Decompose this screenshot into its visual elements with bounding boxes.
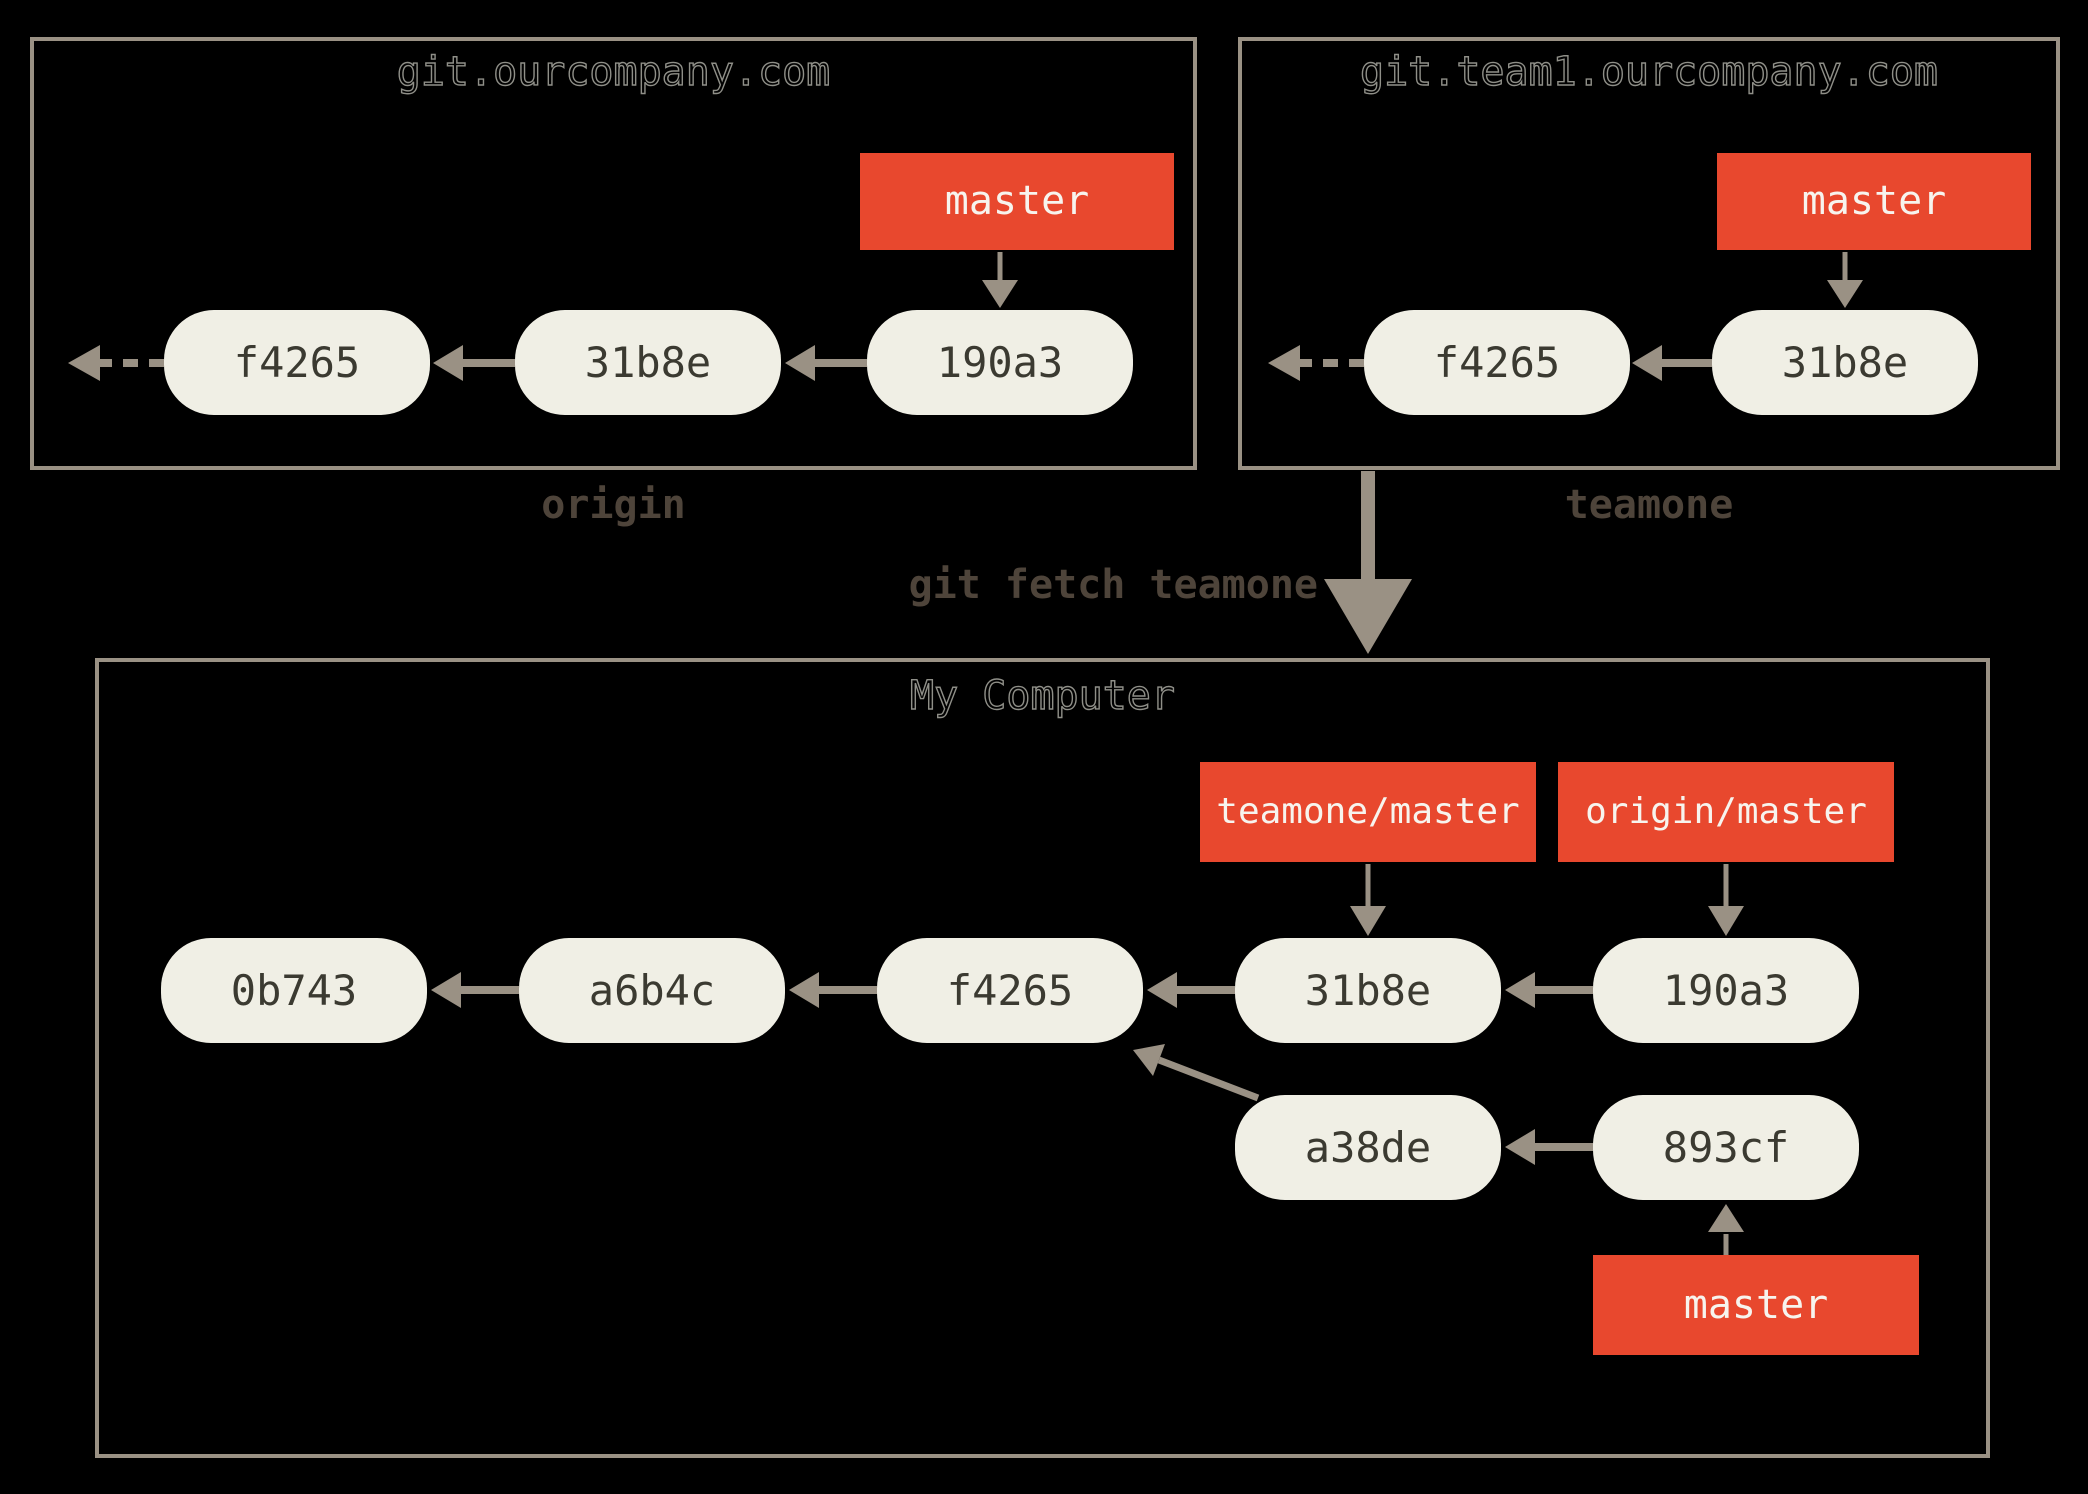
arrow-local-f4265-to-a6b4c	[789, 972, 877, 1008]
arrow-teamone-master-to-31b8e	[1827, 252, 1863, 308]
arrow-origin-190a3-to-31b8e	[785, 345, 867, 381]
local-teamone-master-ref-label: teamone/master	[1200, 762, 1536, 862]
arrow-teamone-history-dashed	[1268, 345, 1364, 381]
local-origin-master-ref-label: origin/master	[1558, 762, 1894, 862]
origin-repo-box	[30, 37, 1197, 470]
teamone-repo-title: git.team1.ourcompany.com	[1359, 48, 1938, 95]
local-commit-31b8e: 31b8e	[1235, 938, 1501, 1043]
arrow-origin-master-to-190a3	[982, 252, 1018, 308]
arrow-local-190a3-to-31b8e	[1505, 972, 1593, 1008]
origin-commit-f4265: f4265	[164, 310, 430, 415]
arrow-local-teamone-master-to-31b8e	[1350, 864, 1386, 936]
arrow-local-893cf-to-a38de	[1505, 1129, 1593, 1165]
local-repo-title: My Computer	[909, 672, 1175, 719]
local-commit-f4265: f4265	[877, 938, 1143, 1043]
origin-commit-190a3: 190a3	[867, 310, 1133, 415]
arrow-local-31b8e-to-f4265	[1147, 972, 1235, 1008]
arrow-local-a38de-to-f4265	[1133, 1044, 1260, 1102]
origin-repo-name-label: origin	[541, 482, 686, 528]
teamone-repo-name-label: teamone	[1564, 482, 1734, 528]
local-commit-190a3: 190a3	[1593, 938, 1859, 1043]
arrow-local-master-to-893cf	[1708, 1204, 1744, 1255]
arrow-teamone-31b8e-to-f4265	[1632, 345, 1712, 381]
origin-repo-title: git.ourcompany.com	[396, 48, 831, 95]
arrow-origin-31b8e-to-f4265	[433, 345, 515, 381]
local-repo-box	[95, 658, 1990, 1458]
fetch-command-label: git fetch teamone	[908, 562, 1318, 608]
teamone-commit-f4265: f4265	[1364, 310, 1630, 415]
arrow-local-a6b4c-to-0b743	[431, 972, 519, 1008]
arrow-local-origin-master-to-190a3	[1708, 864, 1744, 936]
teamone-repo-box	[1238, 37, 2060, 470]
local-master-branch-label: master	[1593, 1255, 1919, 1355]
local-commit-a38de: a38de	[1235, 1095, 1501, 1200]
local-commit-a6b4c: a6b4c	[519, 938, 785, 1043]
origin-master-branch-label: master	[860, 153, 1174, 250]
origin-commit-31b8e: 31b8e	[515, 310, 781, 415]
teamone-master-branch-label: master	[1717, 153, 2031, 250]
local-commit-0b743: 0b743	[161, 938, 427, 1043]
teamone-commit-31b8e: 31b8e	[1712, 310, 1978, 415]
arrow-origin-history-dashed	[68, 345, 164, 381]
fetch-arrow	[1324, 471, 1412, 654]
local-commit-893cf: 893cf	[1593, 1095, 1859, 1200]
